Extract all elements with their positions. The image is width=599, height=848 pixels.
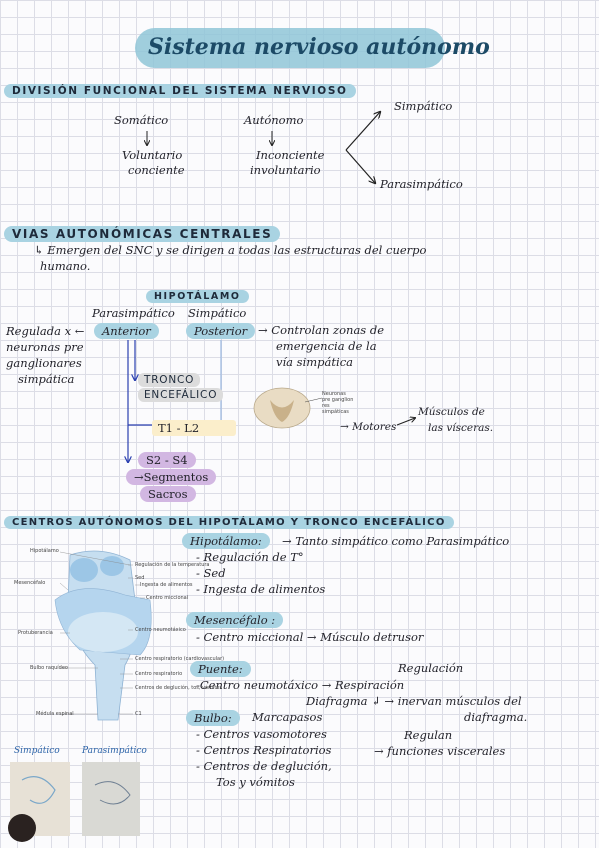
neuronas-label-1: Neuronas bbox=[322, 391, 346, 397]
photo-label-parasimpatico: Parasimpático bbox=[82, 746, 147, 756]
page-title: Sistema nervioso autónomo bbox=[148, 34, 490, 60]
bulbo-item-3: - Centros de deglución, bbox=[196, 759, 332, 773]
label-sacros: Sacros bbox=[140, 486, 196, 502]
marcapasos: Marcapasos bbox=[252, 710, 323, 724]
fig-label-r2: Ingesta de alimentos bbox=[140, 582, 193, 588]
fig-label-r8: C1 bbox=[135, 711, 142, 717]
label-posterior: Posterior bbox=[186, 323, 256, 339]
fig-label-mesencefalo: Mesencéfalo bbox=[14, 580, 46, 586]
hipotalamo-title: Hipotálamo: bbox=[182, 533, 270, 549]
hipotalamo-badge: HIPOTÁLAMO bbox=[146, 290, 249, 303]
controlan-line-1: → Controlan zonas de bbox=[258, 323, 385, 337]
title-highlight bbox=[135, 28, 445, 68]
label-s2-s4: S2 - S4 bbox=[138, 452, 196, 468]
hip-item-1: - Regulación de T° bbox=[196, 550, 304, 564]
fig-label-r1: Sed bbox=[135, 575, 145, 581]
vias-line-2: humano. bbox=[40, 259, 91, 273]
fig-label-r4: Centro neumotáxico bbox=[135, 627, 186, 633]
bulbo-item-2: - Centros Respiratorios bbox=[196, 743, 332, 757]
label-simpatico: Simpático bbox=[394, 99, 453, 113]
fig-label-r7: Centros de deglución, tos, vómitos bbox=[135, 685, 222, 691]
photo-label-simpatico: Simpático bbox=[14, 746, 60, 756]
section-heading-vias: VIAS AUTONÓMICAS CENTRALES bbox=[4, 226, 281, 242]
label-parasimpatico-2: Parasimpático bbox=[92, 306, 175, 320]
label-somatico: Somático bbox=[114, 113, 169, 127]
label-conciente: conciente bbox=[128, 163, 185, 177]
diafragma-line-2: diafragma. bbox=[464, 710, 528, 724]
musculos-line-1: Músculos de bbox=[418, 406, 485, 418]
bulbo-item-1: - Centros vasomotores bbox=[196, 727, 327, 741]
regulada-line-2: neuronas pre bbox=[6, 340, 84, 354]
puente-item: -Centro neumotáxico → Respiración bbox=[196, 678, 405, 692]
hipotalamo-desc: → Tanto simpático como Parasimpático bbox=[282, 534, 510, 548]
fig-label-r0: Regulación de la temperatura bbox=[135, 562, 210, 568]
fig-label-hipotalamo: Hipotálamo bbox=[30, 548, 59, 554]
hip-item-3: - Ingesta de alimentos bbox=[196, 582, 326, 596]
section-heading-division: DIVISIÓN FUNCIONAL DEL SISTEMA NERVIOSO bbox=[4, 84, 356, 98]
regulan-line-2: → funciones viscerales bbox=[374, 744, 506, 758]
puente-title: Puente: bbox=[190, 661, 251, 677]
label-segmentos: →Segmentos bbox=[126, 469, 217, 485]
vias-line-1: ↳ Emergen del SNC y se dirigen a todas l… bbox=[34, 243, 427, 257]
neuronas-label-2: pre ganglion bbox=[322, 397, 354, 403]
neuronas-label-3: res bbox=[322, 403, 330, 409]
fig-label-r3: Centro miccional bbox=[146, 595, 189, 601]
label-parasimpatico: Parasimpático bbox=[380, 177, 463, 191]
fig-label-medula: Médula espinal bbox=[36, 711, 74, 717]
label-motores: → Motores bbox=[340, 421, 397, 433]
neuronas-label-4: simpáticas bbox=[322, 409, 349, 415]
label-anterior: Anterior bbox=[94, 323, 159, 339]
label-encefalico: ENCEFÁLICO bbox=[138, 388, 224, 402]
bulbo-item-4: Tos y vómitos bbox=[216, 775, 295, 789]
label-autonomo: Autónomo bbox=[244, 113, 304, 127]
mesencefalo-title: Mesencéfalo : bbox=[186, 612, 284, 628]
label-tronco: TRONCO bbox=[138, 373, 201, 387]
hip-item-2: - Sed bbox=[196, 566, 226, 580]
musculos-line-2: las vísceras. bbox=[428, 422, 494, 434]
diafragma-line: Diafragma ↲ → inervan músculos del bbox=[306, 694, 522, 708]
brainstem-figure bbox=[54, 550, 152, 721]
regulan-line-1: Regulan bbox=[404, 728, 453, 742]
puente-regulacion: Regulación bbox=[398, 661, 464, 675]
mes-item: - Centro miccional → Músculo detrusor bbox=[196, 630, 424, 644]
label-involuntario: involuntario bbox=[250, 163, 321, 177]
photo-parasimpatico bbox=[82, 762, 140, 836]
bulbo-title: Bulbo: bbox=[186, 710, 240, 726]
controlan-line-3: vía simpática bbox=[276, 355, 353, 369]
controlan-line-2: emergencia de la bbox=[276, 339, 377, 353]
fig-label-r5: Centro respiratorio (cardiovascular) bbox=[135, 656, 225, 662]
label-simpatico-2: Simpático bbox=[188, 306, 247, 320]
label-t1-l2: T1 - L2 bbox=[152, 420, 236, 436]
fig-label-r6: Centro respiratorio bbox=[135, 671, 183, 677]
regulada-line-3: ganglionares bbox=[6, 356, 82, 370]
fig-label-protuberancia: Protuberancia bbox=[18, 630, 53, 636]
regulada-line-4: simpática bbox=[18, 372, 75, 386]
fig-label-bulbo: Bulbo raquídeo bbox=[30, 665, 68, 671]
label-inconciente: Inconciente bbox=[256, 148, 325, 162]
regulada-line-1: Regulada x ← bbox=[6, 324, 85, 338]
label-voluntario: Voluntario bbox=[122, 148, 183, 162]
section-heading-centros: CENTROS AUTÓNOMOS DEL HIPOTÁLAMO Y TRONC… bbox=[4, 516, 454, 529]
